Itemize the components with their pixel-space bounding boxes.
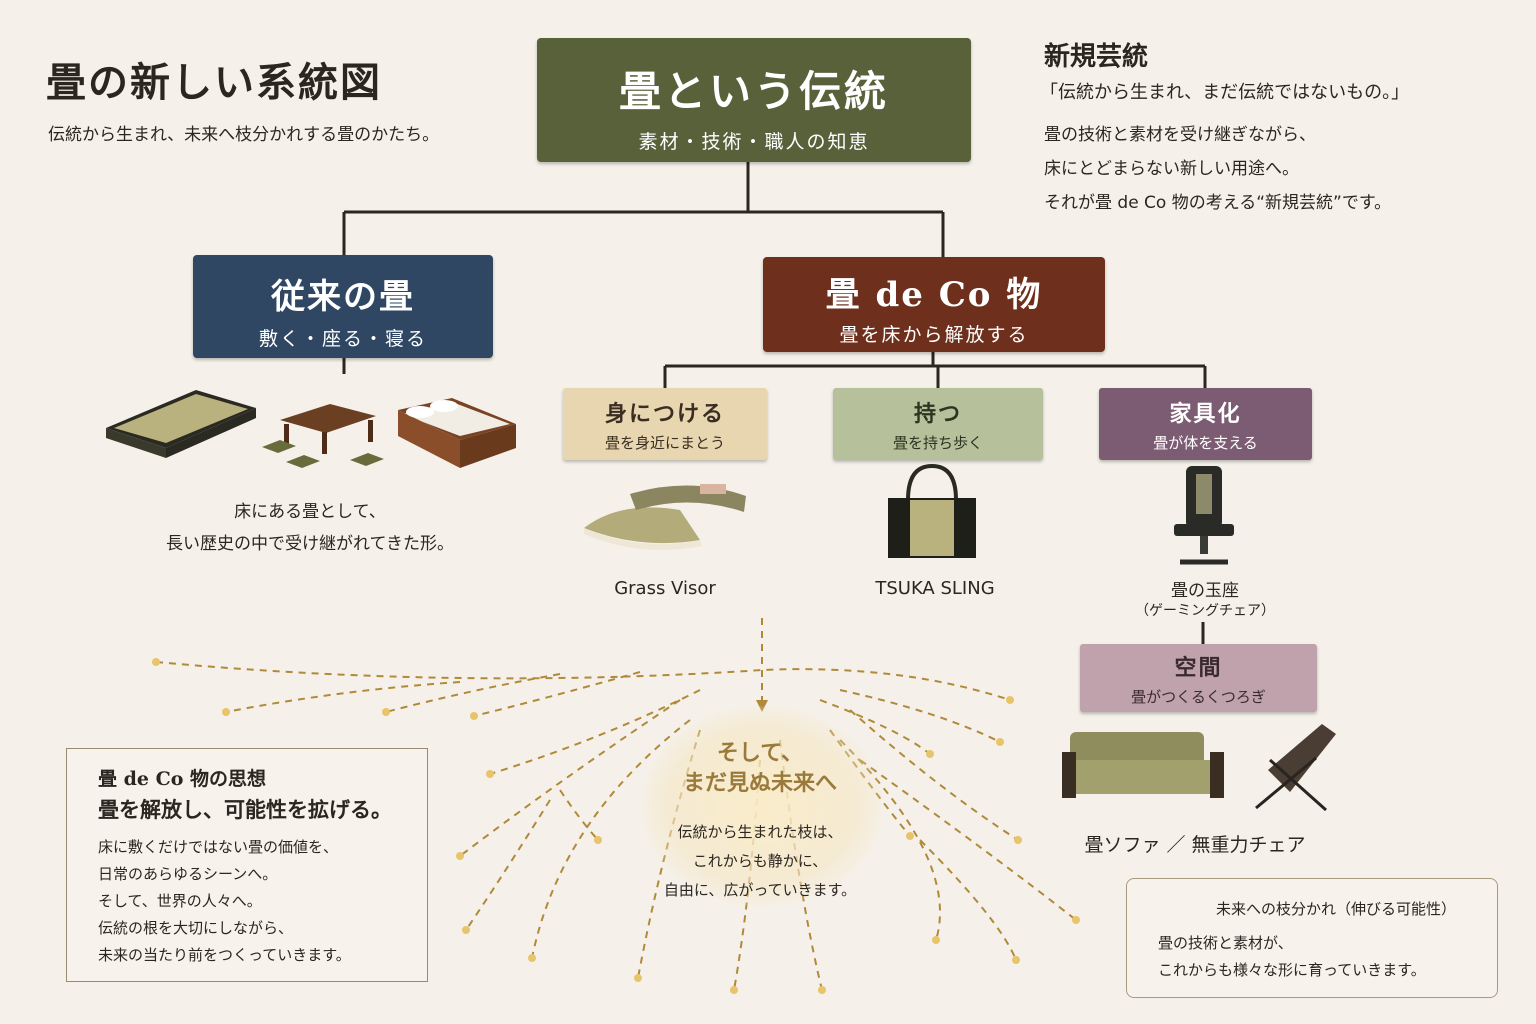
intro-line: 床にとどまらない新しい用途へ。: [1044, 159, 1299, 179]
root-node: 畳という伝統 素材・技術・職人の知恵: [537, 38, 971, 162]
future-line: 伝統から生まれた枝は、: [677, 823, 843, 841]
traditional-subtitle: 敷く・座る・寝る: [258, 328, 427, 350]
grass-visor-illustration: [584, 484, 746, 550]
legend-box: [1126, 878, 1498, 998]
intro-quote: 「伝統から生まれ、まだ伝統ではないもの。」: [1040, 82, 1410, 103]
product-sofa-chair: 畳ソファ ／ 無重力チェア: [1084, 834, 1306, 856]
future-glow: [642, 706, 882, 906]
page-title: 畳の新しい系統図: [46, 59, 382, 106]
root-title: 畳という伝統: [618, 67, 889, 116]
product-tatami-throne: 畳の玉座: [1171, 581, 1239, 601]
intro-body: 畳の技術と素材を受け継ぎながら、 床にとどまらない新しい用途へ。 それが畳 de…: [1044, 118, 1391, 220]
intro-line: 畳の技術と素材を受け継ぎながら、: [1044, 125, 1316, 145]
traditional-title: 従来の畳: [271, 277, 415, 317]
future-title: そして、 まだ見ぬ未来へ: [640, 738, 880, 798]
philosophy-title: 畳 de Co 物の思想: [98, 768, 267, 790]
tree-connectors: [342, 162, 1207, 644]
tatami-deco-node: 畳 de Co 物 畳を床から解放する: [763, 257, 1105, 352]
branch-furniture: 家具化 畳が体を支える: [1099, 388, 1312, 460]
branch-space-title: 空間: [1174, 655, 1223, 681]
future-branch-buds: [152, 658, 1080, 994]
legend-label: 未来への枝分かれ（伸びる可能性）: [1216, 900, 1457, 918]
intro-title: 新規芸統: [1044, 42, 1149, 72]
future-title-line: そして、: [716, 740, 804, 766]
future-title-line: まだ見ぬ未来へ: [682, 770, 837, 796]
tatami-deco-title: 畳 de Co 物: [825, 275, 1043, 315]
bed-illustration: [398, 398, 516, 468]
branch-carry-subtitle: 畳を持ち歩く: [892, 434, 983, 452]
philosophy-panel: [66, 748, 428, 982]
traditional-caption-line: 長い歴史の中で受け継がれてきた形。: [166, 534, 454, 554]
future-line: 自由に、広がっていきます。: [663, 881, 857, 899]
traditional-caption: 床にある畳として、 長い歴史の中で受け継がれてきた形。: [130, 496, 490, 560]
tsuka-sling-illustration: [888, 463, 976, 558]
branch-wear-title: 身につける: [604, 401, 725, 427]
philosophy-line: 日常のあらゆるシーンへ。: [98, 865, 278, 883]
product-grass-visor: Grass Visor: [614, 578, 716, 599]
branch-wear-subtitle: 畳を身近にまとう: [604, 434, 725, 452]
low-table-illustration: [262, 404, 384, 468]
branch-furniture-subtitle: 畳が体を支える: [1153, 434, 1258, 452]
branch-furniture-title: 家具化: [1169, 401, 1242, 427]
philosophy-line: 未来の当たり前をつくっていきます。: [98, 946, 351, 964]
page-subtitle: 伝統から生まれ、未来へ枝分かれする畳のかたち。: [48, 125, 440, 145]
sofa-illustration: [1062, 732, 1224, 798]
branch-space: 空間 畳がつくるくつろぎ: [1080, 644, 1317, 712]
branch-space-subtitle: 畳がつくるくつろぎ: [1131, 688, 1266, 706]
future-line: これからも静かに、: [692, 852, 828, 870]
legend-line: 畳の技術と素材が、: [1158, 934, 1293, 952]
future-body: 伝統から生まれた枝は、 これからも静かに、 自由に、広がっていきます。: [630, 818, 890, 905]
philosophy-body: 床に敷くだけではない畳の価値を、 日常のあらゆるシーンへ。 そして、世界の人々へ…: [98, 834, 351, 969]
branch-carry: 持つ 畳を持ち歩く: [833, 388, 1043, 460]
philosophy-line: 床に敷くだけではない畳の価値を、: [98, 838, 339, 856]
philosophy-line: 伝統の根を大切にしながら、: [98, 919, 294, 937]
legend-line: これからも様々な形に育っていきます。: [1158, 961, 1426, 979]
philosophy-headline: 畳を解放し、可能性を拡げる。: [98, 797, 392, 822]
traditional-caption-line: 床にある畳として、: [234, 502, 386, 522]
traditional-node: 従来の畳 敷く・座る・寝る: [193, 255, 493, 358]
tatami-mat-illustration: [106, 390, 256, 458]
branch-wear: 身につける 畳を身近にまとう: [563, 388, 767, 460]
root-subtitle: 素材・技術・職人の知恵: [638, 131, 870, 153]
gaming-chair-illustration: [1174, 466, 1234, 565]
product-tsuka-sling: TSUKA SLING: [875, 578, 995, 599]
product-tatami-throne-note: （ゲーミングチェア）: [1135, 603, 1275, 619]
philosophy-line: そして、世界の人々へ。: [98, 892, 262, 910]
zero-gravity-chair-illustration: [1255, 724, 1336, 812]
intro-line: それが畳 de Co 物の考える“新規芸統”です。: [1044, 193, 1392, 213]
tatami-deco-subtitle: 畳を床から解放する: [839, 324, 1029, 346]
legend-body: 畳の技術と素材が、 これからも様々な形に育っていきます。: [1158, 930, 1426, 984]
branch-carry-title: 持つ: [913, 401, 962, 427]
